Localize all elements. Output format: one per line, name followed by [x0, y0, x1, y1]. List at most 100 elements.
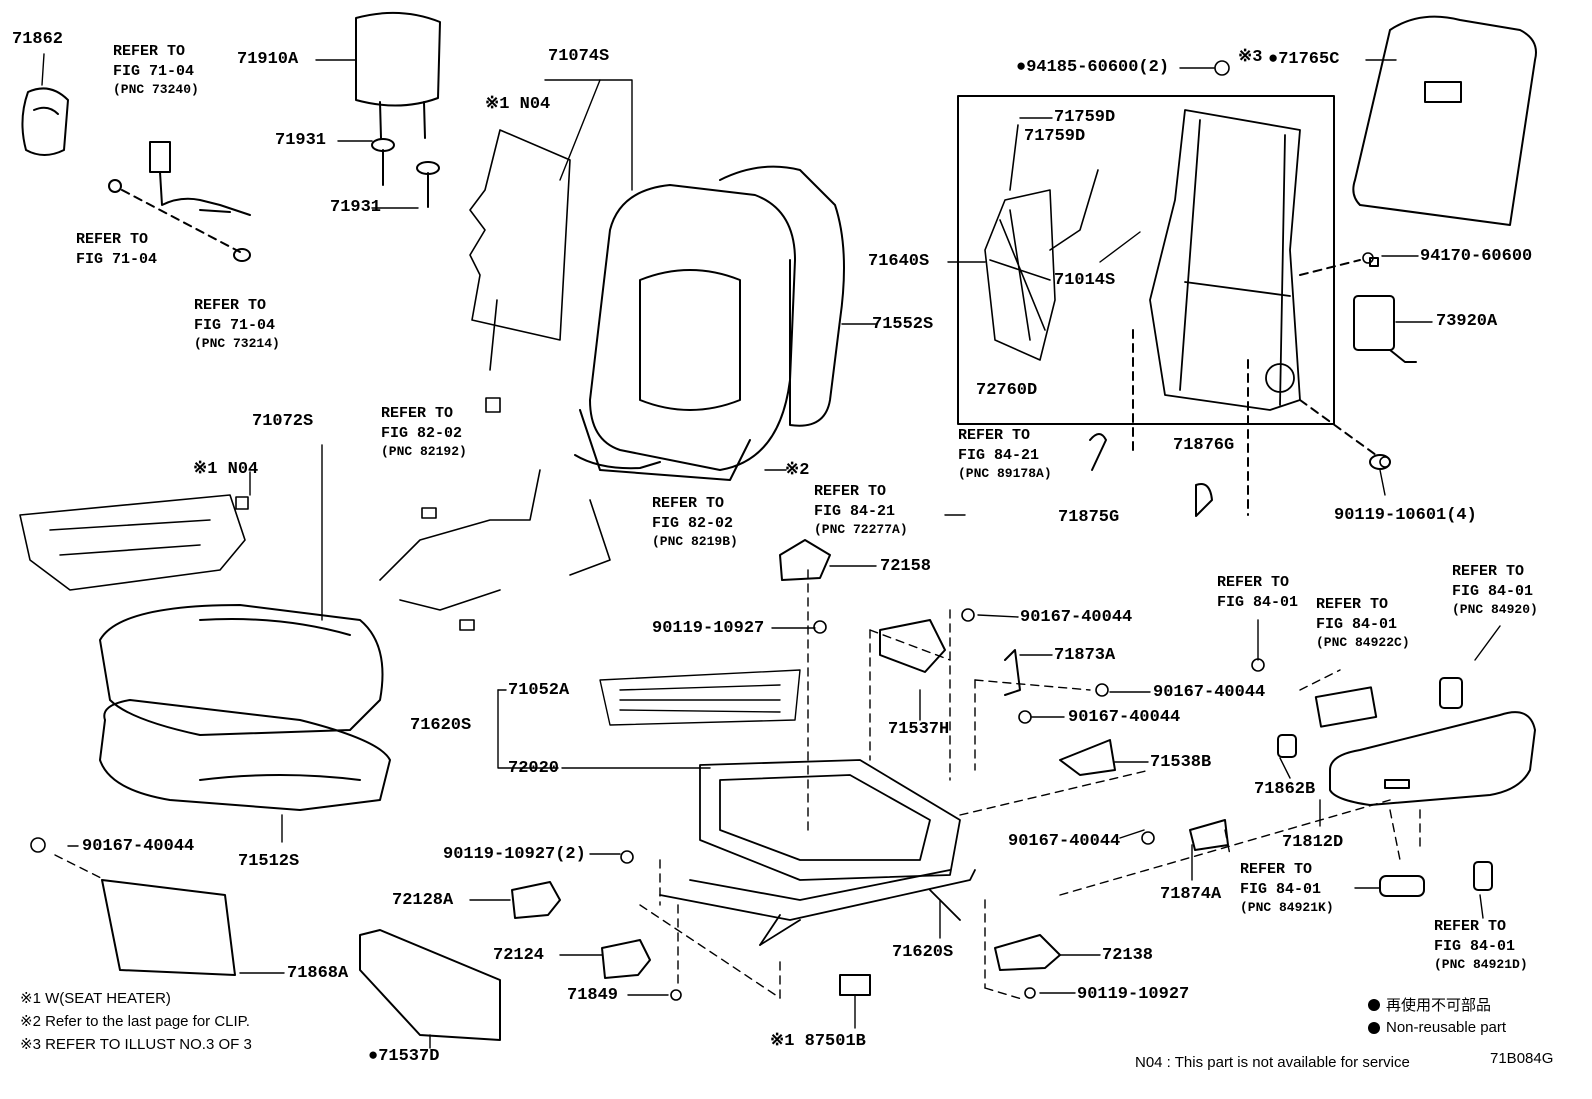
- label-71640S: 71640S: [868, 252, 930, 271]
- seatback-frame-shape: [1149, 109, 1301, 411]
- label-71876G: 71876G: [1173, 436, 1235, 455]
- bracket-71874A-shape: [1189, 819, 1229, 851]
- ref-title: REFER TO: [76, 231, 149, 248]
- buckle-harness-shape: [108, 141, 251, 262]
- connector-87501B-shape: [839, 974, 871, 996]
- ref-pnc: (PNC 73214): [194, 336, 280, 351]
- label-94170-60600: 94170-60600: [1420, 247, 1533, 266]
- label-71759D-a: 71759D: [1054, 108, 1116, 127]
- label-n04-cushion: ※1 N04: [193, 460, 259, 479]
- back-board-71765C-shape: [1352, 15, 1537, 226]
- part-71862-shape: [21, 87, 69, 156]
- cover-72138-shape: [994, 934, 1061, 971]
- legend-non-reusable-jp: 再使用不可部品: [1368, 994, 1491, 1015]
- label-71931-b: 71931: [330, 198, 382, 217]
- ref-fig-82-02-pnc-82192[interactable]: REFER TO FIG 82-02 (PNC 82192): [381, 404, 467, 460]
- ref-fig: FIG 84-21: [958, 447, 1040, 464]
- label-72124: 72124: [493, 946, 545, 965]
- cover-72128A-shape: [511, 881, 561, 919]
- knob-84921D-shape: [1473, 861, 1493, 891]
- label-71620S-a: 71620S: [410, 716, 472, 735]
- label-71538B: 71538B: [1150, 753, 1212, 772]
- ref-fig-71-04[interactable]: REFER TO FIG 71-04: [76, 230, 157, 270]
- ref-fig-82-02-pnc-8219B[interactable]: REFER TO FIG 82-02 (PNC 8219B): [652, 494, 738, 550]
- label-mark-2: ※2: [785, 461, 810, 480]
- ref-fig-84-01-pnc-84922C[interactable]: REFER TO FIG 84-01 (PNC 84922C): [1316, 595, 1410, 651]
- label-71874A: 71874A: [1160, 885, 1222, 904]
- ref-title: REFER TO: [1316, 596, 1389, 613]
- knob-84922C-shape: [1314, 686, 1378, 728]
- label-71931-a: 71931: [275, 131, 327, 150]
- label-71014S: 71014S: [1054, 271, 1116, 290]
- ref-pnc: (PNC 82192): [381, 444, 467, 459]
- label-87501B: ※1 87501B: [770, 1032, 866, 1051]
- label-90119-10601: 90119-10601(4): [1334, 506, 1477, 525]
- ref-fig: FIG 82-02: [652, 515, 734, 532]
- ref-fig: FIG 84-01: [1452, 583, 1534, 600]
- filled-circle-icon: [1368, 1021, 1380, 1034]
- recliner-mechanism-shape: [984, 124, 1099, 361]
- ref-title: REFER TO: [814, 483, 887, 500]
- ref-fig: FIG 82-02: [381, 425, 463, 442]
- back-frame-box: [957, 95, 1335, 425]
- ref-fig: FIG 71-04: [76, 251, 158, 268]
- filled-circle-icon: [1368, 998, 1380, 1011]
- ref-fig-84-21-pnc-89178A[interactable]: REFER TO FIG 84-21 (PNC 89178A): [958, 426, 1052, 482]
- label-71868A: 71868A: [287, 964, 349, 983]
- label-90167-40044-b: 90167-40044: [1153, 683, 1266, 702]
- illustration-code: 71B084G: [1490, 1050, 1554, 1067]
- label-71052A: 71052A: [508, 681, 570, 700]
- seat-cushion-shape: [99, 604, 391, 811]
- label-90167-40044-c: 90167-40044: [1068, 708, 1181, 727]
- ref-pnc: (PNC 72277A): [814, 522, 908, 537]
- trim-71868A-shape: [101, 879, 236, 976]
- ref-fig-84-01-pnc-84921K[interactable]: REFER TO FIG 84-01 (PNC 84921K): [1240, 860, 1334, 916]
- label-71552S: 71552S: [872, 315, 934, 334]
- label-71537D: ●71537D: [368, 1047, 440, 1066]
- ref-pnc: (PNC 89178A): [958, 466, 1052, 481]
- label-90119-10927-a: 90119-10927: [652, 619, 765, 638]
- ref-fig-71-04-pnc-73214[interactable]: REFER TO FIG 71-04 (PNC 73214): [194, 296, 280, 352]
- availability-note: N04 : This part is not available for ser…: [1135, 1054, 1410, 1071]
- knob-84920-shape: [1439, 677, 1463, 709]
- ref-fig-84-01-a[interactable]: REFER TO FIG 84-01: [1217, 573, 1298, 613]
- fastener-shapes: [30, 60, 1391, 1001]
- label-90119-10927-b: 90119-10927(2): [443, 845, 586, 864]
- bracket-71873A-shape: [1004, 649, 1021, 696]
- footnote-3: ※3 REFER TO ILLUST NO.3 OF 3: [20, 1036, 252, 1053]
- seat-frame-shape: [659, 759, 976, 946]
- ref-title: REFER TO: [652, 495, 725, 512]
- cover-72124-shape: [601, 939, 651, 979]
- seatback-shape: [574, 165, 845, 481]
- ref-fig-71-04-pnc-73240[interactable]: REFER TO FIG 71-04 (PNC 73240): [113, 42, 199, 98]
- bracket-71537H-shape: [879, 619, 946, 673]
- ref-title: REFER TO: [1434, 918, 1507, 935]
- ref-fig: FIG 84-01: [1434, 938, 1516, 955]
- guide-71931-shapes: [371, 138, 440, 208]
- ref-fig-84-21-pnc-72277A[interactable]: REFER TO FIG 84-21 (PNC 72277A): [814, 482, 908, 538]
- label-mark-3: ※3: [1238, 48, 1263, 67]
- label-71862: 71862: [12, 30, 64, 49]
- ref-title: REFER TO: [1240, 861, 1313, 878]
- label-71074S: 71074S: [548, 47, 610, 66]
- shield-71537D-shape: [359, 929, 501, 1041]
- label-72128A: 72128A: [392, 891, 454, 910]
- label-72760D: 72760D: [976, 381, 1038, 400]
- label-71765C: ●71765C: [1268, 50, 1340, 69]
- ref-fig-84-01-pnc-84920[interactable]: REFER TO FIG 84-01 (PNC 84920): [1452, 562, 1538, 618]
- label-71910A: 71910A: [237, 50, 299, 69]
- ref-pnc: (PNC 84921K): [1240, 900, 1334, 915]
- ref-pnc: (PNC 84920): [1452, 602, 1538, 617]
- knob-84921K-shape: [1379, 875, 1425, 897]
- leader-lines: [41, 53, 1501, 1049]
- headrest-shape: [355, 11, 441, 139]
- ref-title: REFER TO: [1217, 574, 1290, 591]
- ref-title: REFER TO: [194, 297, 267, 314]
- label-n04-back: ※1 N04: [485, 95, 551, 114]
- label-71072S: 71072S: [252, 412, 314, 431]
- ref-pnc: (PNC 84922C): [1316, 635, 1410, 650]
- ref-fig: FIG 84-01: [1217, 594, 1299, 611]
- label-71759D-b: 71759D: [1024, 127, 1086, 146]
- ref-fig-84-01-pnc-84921D[interactable]: REFER TO FIG 84-01 (PNC 84921D): [1434, 917, 1528, 973]
- label-71620S-b: 71620S: [892, 943, 954, 962]
